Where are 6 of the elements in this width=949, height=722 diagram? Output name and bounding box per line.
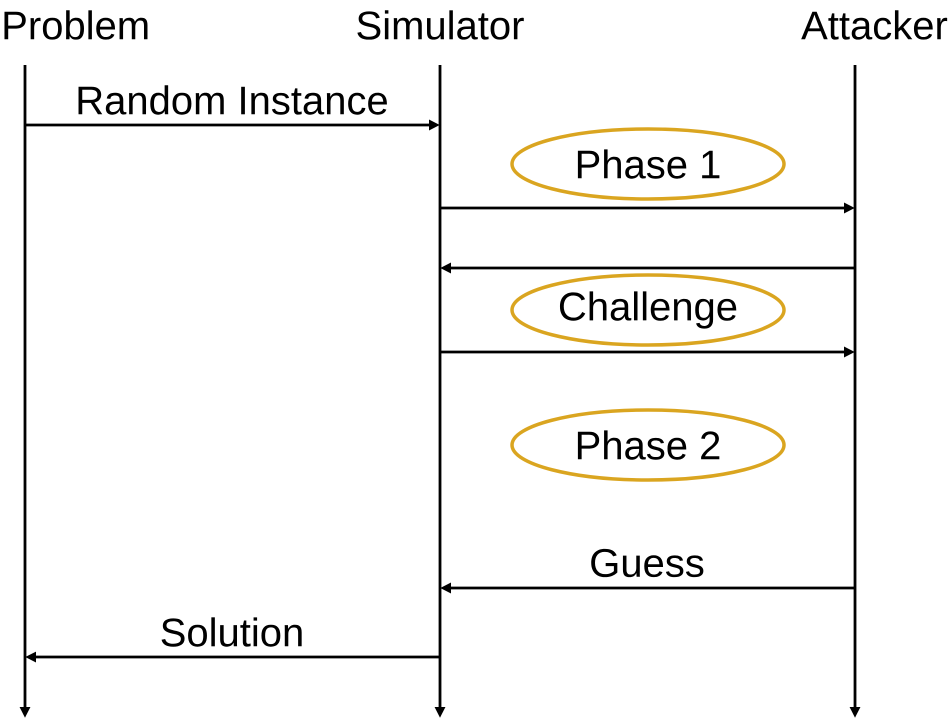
lifeline-header: Simulator [357,10,524,40]
edge-label: Random Instance [74,84,390,116]
lifeline-header: Attacker [801,10,948,40]
lifeline-header: Problem [4,10,148,40]
edge-label: Guess [588,548,706,578]
edge-label: Solution [158,616,306,648]
